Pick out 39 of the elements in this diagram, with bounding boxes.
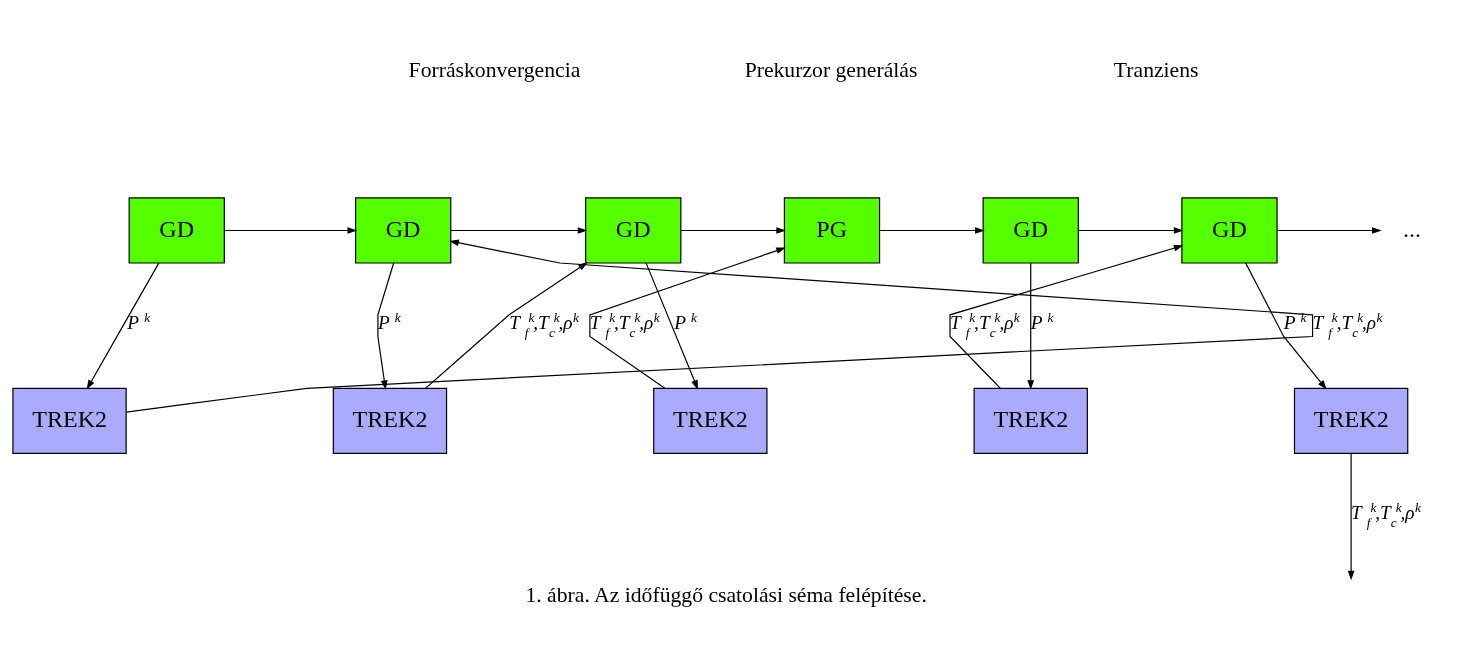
node-box: PG [783, 196, 881, 264]
node-box: GD [355, 196, 452, 264]
arrow [645, 262, 699, 390]
arrow [125, 239, 1314, 413]
node-box: TREK2 [653, 387, 768, 454]
arrow [589, 246, 786, 389]
edge-label: T$_{f}$$^{k}$,T$_{c}$$^{k}$,ρ$^{k}$ [589, 309, 660, 340]
arrow [450, 226, 588, 234]
arrow [377, 262, 395, 390]
node-box: GD [1181, 196, 1278, 264]
node-box: TREK2 [12, 387, 127, 454]
node-box: GD [982, 196, 1079, 264]
edge-label: T$_{f}$$^{k}$,T$_{c}$$^{k}$,ρ$^{k}$ [950, 309, 1020, 340]
arrow [1027, 262, 1035, 390]
arrow [86, 262, 160, 390]
edge-label: P$^{k}$ [674, 309, 697, 333]
arrow [1245, 262, 1327, 390]
arrow [1347, 452, 1355, 580]
node-box: TREK2 [1293, 387, 1409, 454]
node-text: ... [1402, 215, 1421, 242]
arrow [949, 244, 1184, 389]
label: Tranziens [1113, 57, 1199, 82]
node-box: GD [128, 196, 225, 264]
caption: 1. ábra. Az időfüggő csatolási séma felépítése. [525, 582, 927, 607]
label: Forráskonvergencia [408, 57, 581, 82]
arrow [223, 226, 358, 234]
node-box: TREK2 [332, 387, 448, 454]
arrow [425, 261, 588, 389]
arrow [680, 226, 786, 234]
edge-label: T$_{f}$$^{k}$,T$_{c}$$^{k}$,ρ$^{k}$ [1351, 499, 1421, 530]
label: Prekurzor generálás [744, 57, 918, 82]
arrow [1077, 226, 1184, 234]
node-box: TREK2 [973, 387, 1088, 454]
node-box: GD [585, 196, 682, 264]
arrow [1276, 226, 1382, 234]
edge-label: P$^{k}$ [377, 309, 401, 333]
edge-label: P$^{k}$ [127, 309, 151, 333]
arrow [879, 226, 985, 234]
edge-label: T$_{f}$$^{k}$,T$_{c}$$^{k}$,ρ$^{k}$ [509, 309, 579, 340]
